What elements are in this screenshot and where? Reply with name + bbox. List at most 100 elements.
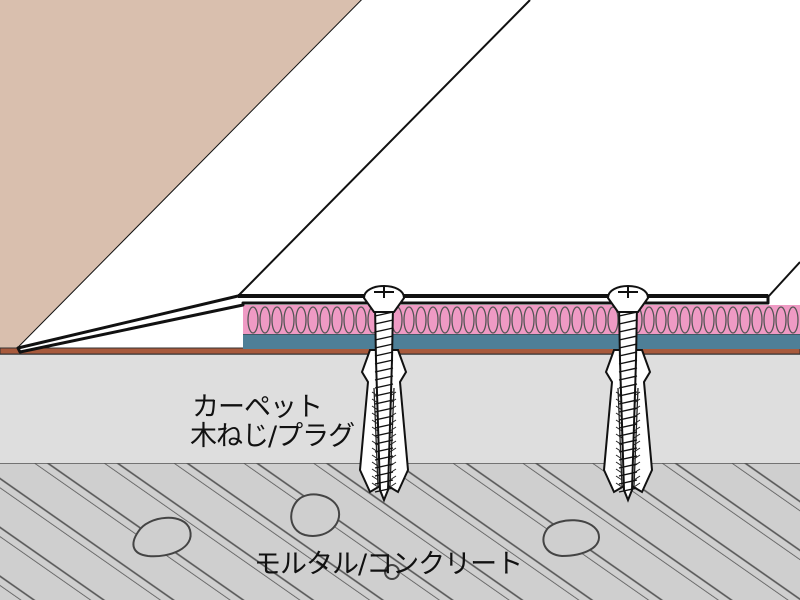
screw-thread <box>618 375 638 381</box>
screw-thread <box>618 463 638 469</box>
screw-thread <box>618 335 638 341</box>
screw-thread <box>374 455 394 461</box>
carpet-loop <box>511 306 523 334</box>
carpet-loop <box>295 306 307 334</box>
screw-thread <box>618 407 638 413</box>
screw-thread <box>374 471 394 477</box>
carpet-loop <box>427 306 439 334</box>
screw-thread <box>374 391 394 397</box>
screw-thread <box>374 431 394 437</box>
plug-tooth <box>371 440 397 446</box>
carpet-loop <box>727 306 739 334</box>
carpet-loop <box>415 306 427 334</box>
plug-tooth <box>371 454 397 460</box>
carpet-loop <box>571 306 583 334</box>
screw-slot <box>374 286 394 298</box>
screw-thread <box>374 487 394 493</box>
screw-thread <box>618 423 638 429</box>
screw-plug-label: 木ねじ/プラグ <box>190 421 354 452</box>
plug-tooth <box>371 475 397 481</box>
screw-thread <box>618 415 638 421</box>
screw-thread <box>374 319 394 325</box>
carpet-loop <box>331 306 343 334</box>
screw-thread <box>374 399 394 405</box>
carpet-loop <box>679 306 691 334</box>
carpet-loop <box>715 306 727 334</box>
plug-tooth <box>615 440 641 446</box>
carpet-loop <box>763 306 775 334</box>
carpet-loop <box>787 306 799 334</box>
plug-tooth <box>615 454 641 460</box>
edge-profile-body <box>18 0 530 348</box>
carpet-loop <box>403 306 415 334</box>
screw-thread <box>618 319 638 325</box>
screw-thread <box>374 343 394 349</box>
screw-thread <box>374 375 394 381</box>
screw-thread <box>374 447 394 453</box>
profile-diagonal-edge <box>237 0 531 297</box>
screw-thread <box>618 439 638 445</box>
screw-thread <box>374 415 394 421</box>
carpet-loop <box>439 306 451 334</box>
screw-thread <box>618 455 638 461</box>
screw-thread <box>618 487 638 493</box>
carpet-loop <box>247 306 259 334</box>
screw-thread <box>618 367 638 373</box>
screws-and-plugs <box>358 285 654 503</box>
screw-slot <box>618 286 638 298</box>
aggregate-pebble <box>384 564 400 580</box>
screw-thread <box>618 471 638 477</box>
screw-thread <box>618 447 638 453</box>
plug-tooth <box>615 475 641 481</box>
carpet-loop <box>451 306 463 334</box>
carpet-loop <box>355 306 367 334</box>
carpet-loop <box>751 306 763 334</box>
carpet-loop <box>307 306 319 334</box>
screw-thread <box>374 327 394 333</box>
edge-profile-right <box>240 0 800 298</box>
screw-thread <box>374 407 394 413</box>
carpet-loop <box>547 306 559 334</box>
plug-tooth <box>615 482 641 488</box>
carpet-loop <box>271 306 283 334</box>
screw-thread <box>374 367 394 373</box>
aggregate-stone <box>290 493 341 537</box>
aggregate-stone <box>542 519 600 558</box>
carpet-backing <box>243 334 800 349</box>
carpet-label: カーペット <box>192 392 322 423</box>
screw-thread <box>618 383 638 389</box>
carpet-loop <box>475 306 487 334</box>
carpet-loop <box>523 306 535 334</box>
carpet-loop <box>655 306 667 334</box>
wood-screw-with-plug <box>358 285 410 503</box>
mortar-concrete-label: モルタル/コンクリート <box>254 549 522 580</box>
carpet-loop <box>703 306 715 334</box>
screw-thread <box>618 343 638 349</box>
carpet-loop <box>643 306 655 334</box>
carpet-loop <box>667 306 679 334</box>
carpet-loop <box>559 306 571 334</box>
carpet-loop <box>583 306 595 334</box>
wall <box>0 0 362 348</box>
screw-thread <box>618 359 638 365</box>
aggregate-stone <box>132 516 192 558</box>
screw-thread <box>374 335 394 341</box>
carpet-loop <box>535 306 547 334</box>
screw-thread <box>618 327 638 333</box>
plug-tooth <box>371 426 397 432</box>
carpet-loop <box>739 306 751 334</box>
carpet-loop <box>775 306 787 334</box>
carpet-loop <box>499 306 511 334</box>
carpet-loop <box>259 306 271 334</box>
carpet-loop <box>343 306 355 334</box>
screw-thread <box>374 359 394 365</box>
carpet-loop <box>283 306 295 334</box>
screw-thread <box>374 463 394 469</box>
carpet-loop <box>691 306 703 334</box>
screw-thread <box>618 351 638 357</box>
carpet-loop <box>463 306 475 334</box>
screw-thread <box>374 351 394 357</box>
screw-thread <box>618 431 638 437</box>
